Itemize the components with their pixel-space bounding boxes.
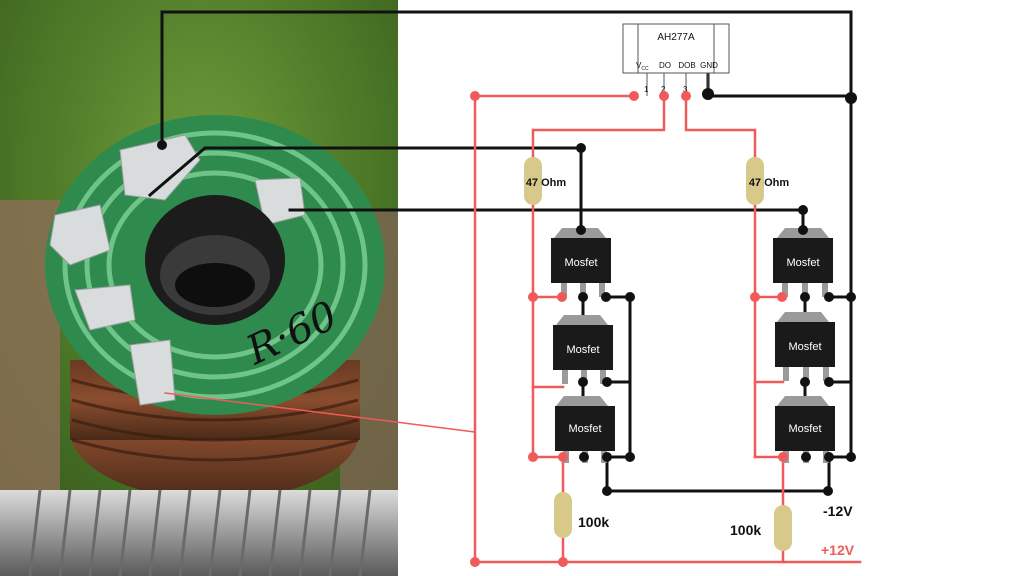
mosfet-right-2-label: Mosfet: [788, 341, 821, 353]
coil-photo: R·60: [0, 0, 398, 576]
coil-photo-drawing: R·60: [0, 0, 398, 576]
resistor-pulldown-right-label: 100k: [730, 522, 761, 538]
wire-do: [531, 94, 666, 167]
pin-label-dob: DOB: [678, 61, 695, 70]
sensor-ah277a: AH277A VCC DO DOB GND 1 2 3: [622, 23, 730, 96]
mosfet-left-2: Mosfet: [553, 315, 613, 384]
mosfet-right-1: Mosfet: [773, 228, 833, 297]
mosfet-right-2: Mosfet: [775, 312, 835, 381]
mosfet-left-3-label: Mosfet: [568, 423, 601, 435]
pin-number-1: 1: [644, 85, 649, 94]
mosfet-left-2-label: Mosfet: [566, 344, 599, 356]
pin-label-gnd: GND: [700, 61, 718, 70]
sensor-name: AH277A: [657, 32, 695, 43]
wire-dob: [684, 94, 757, 167]
pin-label-vcc: VCC: [636, 61, 649, 72]
wire-gnd: [706, 70, 853, 98]
resistor-pulldown-right: 100k: [730, 505, 792, 551]
wire-coil-return: [164, 392, 476, 433]
pin-number-3: 3: [683, 85, 688, 94]
resistor-gate-right-label: 47 Ohm: [749, 177, 790, 189]
pin-label-do: DO: [659, 61, 671, 70]
rail-positive-label: +12V: [821, 542, 855, 558]
mosfet-left-1-label: Mosfet: [564, 257, 597, 269]
resistor-pulldown-left-label: 100k: [578, 514, 609, 530]
wire-coil-right: [288, 208, 805, 232]
resistor-gate-left-label: 47 Ohm: [526, 177, 567, 189]
resistor-pulldown-left: 100k: [554, 492, 609, 538]
wire-neg-bus: [605, 455, 830, 493]
red-junctions: [470, 91, 788, 567]
wire-top-loop: [160, 10, 853, 147]
black-junctions: [157, 88, 857, 496]
wire-coil-left: [147, 146, 583, 232]
resistor-gate-right: 47 Ohm: [746, 157, 789, 205]
mosfet-left-1: Mosfet: [551, 228, 611, 297]
wire-left-drain-bus: [604, 295, 632, 384]
resistor-gate-left: 47 Ohm: [524, 157, 566, 205]
mosfet-right-3-label: Mosfet: [788, 423, 821, 435]
rail-negative-label: -12V: [823, 503, 853, 519]
mosfet-right-1-label: Mosfet: [786, 257, 819, 269]
pin-number-2: 2: [661, 85, 666, 94]
